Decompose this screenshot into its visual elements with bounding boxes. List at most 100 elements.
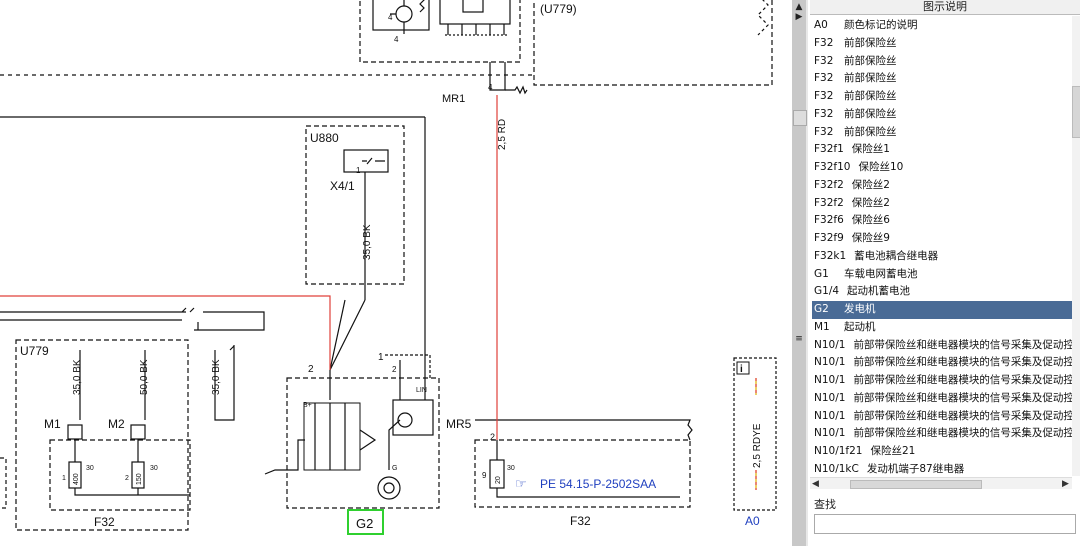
legend-item-text: 前部带保险丝和继电器模块的信号采集及促动控 [853, 374, 1072, 386]
u880-box [305, 125, 405, 285]
u779-box [15, 339, 189, 531]
info-icon[interactable]: i [740, 364, 743, 375]
pin-4-top: 4 [488, 83, 493, 92]
mr1-label: MR1 [442, 93, 465, 105]
f32-left-label: F32 [94, 515, 115, 529]
pe-reference-link[interactable]: PE 54.15-P-2502SAA [540, 477, 656, 491]
f32-right-label: F32 [570, 514, 591, 528]
g2-label[interactable]: G2 [356, 516, 373, 531]
f32-right-box [474, 439, 691, 508]
legend-item-code: N10/1 [814, 409, 846, 422]
pin-4-module: 4 [394, 35, 399, 44]
pane-splitter[interactable]: ▲ ▶ ≡ [792, 0, 808, 546]
legend-title: 图示说明 [810, 0, 1080, 15]
legend-item-text: 前部保险丝 [844, 90, 897, 102]
pin-9: 9 [482, 471, 487, 480]
pin-1-g2: 1 [378, 352, 384, 363]
u880-label: U880 [310, 131, 339, 145]
splitter-collapse-icon[interactable]: ▶ [795, 12, 803, 22]
legend-item-code: F32f6 [814, 214, 844, 227]
hand-pointer-icon[interactable]: ☞ [515, 476, 527, 491]
m1-label: M1 [44, 417, 61, 431]
x41-label: X4/1 [330, 179, 355, 193]
wire-label-50bk: 50,0 BK [139, 359, 150, 395]
legend-item[interactable]: F32 前部保险丝 [812, 88, 1072, 106]
u779-top-label: (U779) [540, 2, 577, 16]
legend-item-text: 保险丝1 [851, 143, 890, 156]
wire-label-35bk-c: 35,0 BK [211, 359, 222, 395]
legend-vertical-scrollbar[interactable] [1072, 16, 1080, 476]
a0-label[interactable]: A0 [745, 514, 760, 528]
legend-item-text: 前部保险丝 [844, 54, 897, 67]
legend-item-text: 前部保险丝 [844, 125, 897, 138]
splitter-up-arrow[interactable]: ▲ [795, 2, 803, 12]
legend-item-code: F32 [814, 90, 834, 102]
legend-item-code: F32f9 [814, 232, 844, 244]
legend-item-code: M1 [814, 320, 830, 333]
a0-box [733, 357, 777, 511]
legend-horizontal-scroll-thumb[interactable] [850, 480, 982, 489]
f32-left-box [49, 439, 191, 511]
legend-item[interactable]: F32f1 保险丝1 [812, 141, 1072, 159]
wire-label-rdye: 2,5 RDYE [752, 423, 763, 468]
legend-item-text: 前部带保险丝和继电器模块的信号采集及促动控 [853, 391, 1072, 404]
g2-highlight[interactable] [347, 509, 384, 535]
legend-item-text: 颜色标记的说明 [844, 19, 918, 31]
scroll-right-icon[interactable]: ▶ [1062, 478, 1069, 488]
legend-item-text: 前部保险丝 [844, 36, 897, 49]
legend-item-code: N10/1 [814, 356, 846, 369]
b-plus-label: B+ [303, 402, 312, 409]
splitter-bar[interactable] [792, 0, 806, 546]
legend-item[interactable]: G1 车载电网蓄电池 [812, 266, 1072, 284]
legend-item-text: 保险丝10 [858, 161, 904, 173]
fuse-400-label: 400 [73, 473, 80, 485]
legend-item-text: 前部带保险丝和继电器模块的信号采集及促动控 [853, 427, 1072, 440]
legend-item-text: 起动机蓄电池 [847, 285, 911, 298]
pin-2-mr5: 2 [490, 432, 495, 442]
search-label: 查找 [814, 498, 836, 511]
search-input[interactable] [814, 514, 1076, 534]
pin-30-m1: 30 [86, 465, 94, 472]
legend-item[interactable]: N10/1 前部带保险丝和继电器模块的信号采集及促动控 [812, 372, 1072, 390]
top-module-box [359, 0, 521, 63]
legend-item-code: F32 [814, 107, 834, 120]
legend-vertical-scroll-thumb[interactable] [1072, 86, 1080, 138]
splitter-grip-icon[interactable]: ≡ [795, 334, 803, 344]
legend-item-code: N10/1 [814, 374, 846, 386]
legend-item-text: 车载电网蓄电池 [844, 267, 918, 280]
legend-item-code: F32f1 [814, 143, 844, 156]
mr5-label: MR5 [446, 417, 472, 431]
legend-item-code: G1 [814, 267, 829, 280]
legend-horizontal-scrollbar[interactable]: ◀ ▶ [810, 477, 1072, 489]
splitter-handle[interactable] [793, 110, 807, 126]
pin-30-m2: 30 [150, 465, 158, 472]
fuse-20-label: 20 [495, 476, 502, 484]
scroll-left-icon[interactable]: ◀ [812, 478, 819, 488]
pin-30-f32: 30 [507, 465, 515, 472]
svg-text:4: 4 [388, 13, 393, 22]
